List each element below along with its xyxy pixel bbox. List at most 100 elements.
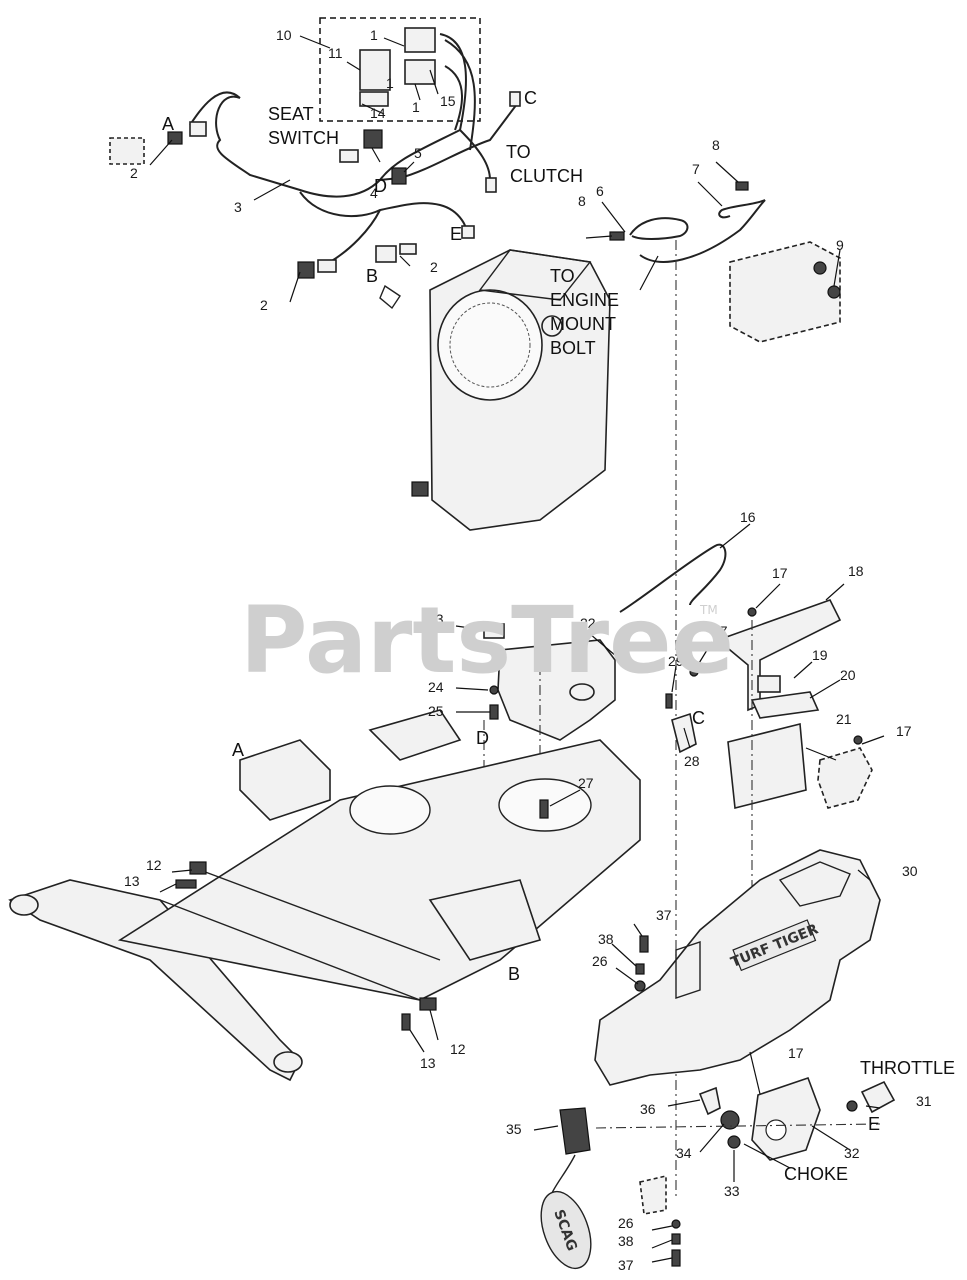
control-plate-hole bbox=[765, 1119, 787, 1141]
callout-24: 24 bbox=[428, 679, 444, 695]
callout-38a: 38 bbox=[598, 931, 614, 947]
captions: SEAT SWITCH TO CLUTCH TO ENGINE MOUNT BO… bbox=[268, 104, 955, 1184]
frame-mount-left bbox=[368, 709, 462, 761]
connector-b-spare bbox=[379, 284, 401, 310]
harness-branch-clutch bbox=[379, 128, 491, 181]
callout-8b: 8 bbox=[712, 137, 720, 153]
caption-to-clutch-2: CLUTCH bbox=[510, 166, 583, 186]
connector-label-b-top: B bbox=[366, 266, 378, 286]
bracket-12-left bbox=[189, 861, 207, 875]
screw-17b bbox=[689, 667, 699, 677]
callout-32: 32 bbox=[844, 1145, 860, 1161]
harness-main bbox=[215, 95, 521, 198]
centerline-e bbox=[595, 1123, 881, 1129]
battery-outline-top bbox=[729, 241, 841, 343]
engine-fan-grille bbox=[449, 302, 531, 388]
relay-lower bbox=[404, 59, 436, 85]
engine-oil-cap bbox=[411, 481, 429, 497]
bolt-13-right bbox=[401, 1013, 411, 1031]
connector-b-mate bbox=[399, 243, 417, 255]
callout-27: 27 bbox=[578, 775, 594, 791]
callout-13b: 13 bbox=[420, 1055, 436, 1071]
harness-branch-a bbox=[189, 91, 241, 126]
cable-6 bbox=[629, 217, 689, 240]
fender-vent bbox=[675, 941, 701, 999]
connector-lower-left bbox=[297, 261, 315, 279]
washer-26b bbox=[671, 1219, 681, 1229]
fuel-gauge-36 bbox=[698, 1086, 721, 1116]
fuel-cap-35 bbox=[559, 1107, 591, 1155]
callout-20: 20 bbox=[840, 667, 856, 683]
harness-branch-lower bbox=[329, 209, 381, 263]
relay-wires bbox=[439, 33, 476, 151]
callout-12b: 12 bbox=[450, 1041, 466, 1057]
bracket-12-right bbox=[419, 997, 437, 1011]
watermark: PartsTree bbox=[240, 587, 734, 694]
connector-lower-left-mate bbox=[317, 259, 337, 273]
fuel-filter-23 bbox=[483, 623, 505, 639]
bolt-8-left bbox=[609, 231, 625, 241]
axle-end-right bbox=[273, 1051, 303, 1073]
watermark-trademark: TM bbox=[699, 603, 718, 617]
connector-label-d-mid: D bbox=[476, 728, 489, 748]
engine-top bbox=[478, 249, 592, 301]
scag-decal: SCAG bbox=[540, 1190, 592, 1270]
frame bbox=[8, 709, 641, 1082]
callout-16: 16 bbox=[740, 509, 756, 525]
leader-lines bbox=[149, 35, 885, 1263]
engine-filter bbox=[541, 315, 563, 337]
callout-2b: 2 bbox=[260, 297, 268, 313]
callout-7: 7 bbox=[692, 161, 700, 177]
callout-17a: 17 bbox=[772, 565, 788, 581]
callout-21: 21 bbox=[836, 711, 852, 727]
connector-label-a-top: A bbox=[162, 114, 174, 134]
grommet-34 bbox=[720, 1110, 740, 1130]
frame-mount-a bbox=[239, 739, 331, 821]
callout-38b: 38 bbox=[618, 1233, 634, 1249]
callout-36: 36 bbox=[640, 1101, 656, 1117]
callout-9: 9 bbox=[836, 237, 844, 253]
wiring-harness bbox=[109, 17, 521, 310]
console-fender: TURF TIGER bbox=[594, 849, 881, 1086]
bolt-27 bbox=[539, 799, 549, 819]
callout-26a: 26 bbox=[592, 953, 608, 969]
fender-30 bbox=[594, 849, 881, 1086]
washer-38a bbox=[635, 963, 645, 975]
callout-19: 19 bbox=[812, 647, 828, 663]
callout-31: 31 bbox=[916, 1093, 932, 1109]
nut-33 bbox=[727, 1135, 741, 1149]
bolt-8-right bbox=[735, 181, 749, 191]
axle-end-left bbox=[9, 894, 39, 916]
callout-6: 6 bbox=[596, 183, 604, 199]
caption-seat-switch-1: SEAT bbox=[268, 104, 314, 124]
callout-10: 10 bbox=[276, 27, 292, 43]
fuel-gauge-bracket bbox=[639, 1174, 667, 1215]
relay-upper bbox=[404, 27, 436, 53]
caption-engine-mount-3: MOUNT bbox=[550, 314, 616, 334]
screw-29 bbox=[665, 693, 673, 709]
screw-17c bbox=[853, 735, 863, 745]
engine bbox=[411, 249, 611, 531]
screw-37a bbox=[639, 935, 649, 953]
seat-switch-body bbox=[363, 129, 383, 149]
battery-21 bbox=[727, 722, 807, 810]
callout-26b: 26 bbox=[618, 1215, 634, 1231]
connector-c-plug bbox=[509, 91, 521, 107]
callout-4: 4 bbox=[370, 185, 378, 201]
washer-38b bbox=[671, 1233, 681, 1245]
pad-19 bbox=[757, 675, 781, 693]
caption-to-clutch-1: TO bbox=[506, 142, 531, 162]
throttle-nut bbox=[846, 1100, 858, 1112]
relay-group-box bbox=[319, 17, 481, 122]
callout-23: 23 bbox=[428, 611, 444, 627]
callout-13a: 13 bbox=[124, 873, 140, 889]
caption-engine-mount-4: BOLT bbox=[550, 338, 596, 358]
frame-rails bbox=[159, 869, 441, 1001]
nut-9a bbox=[813, 261, 827, 275]
connector-label-d-top: D bbox=[374, 176, 387, 196]
pad-20 bbox=[750, 691, 820, 719]
battery-area bbox=[665, 599, 873, 920]
callout-29: 29 bbox=[668, 653, 684, 669]
connector-a-housing bbox=[109, 137, 145, 165]
